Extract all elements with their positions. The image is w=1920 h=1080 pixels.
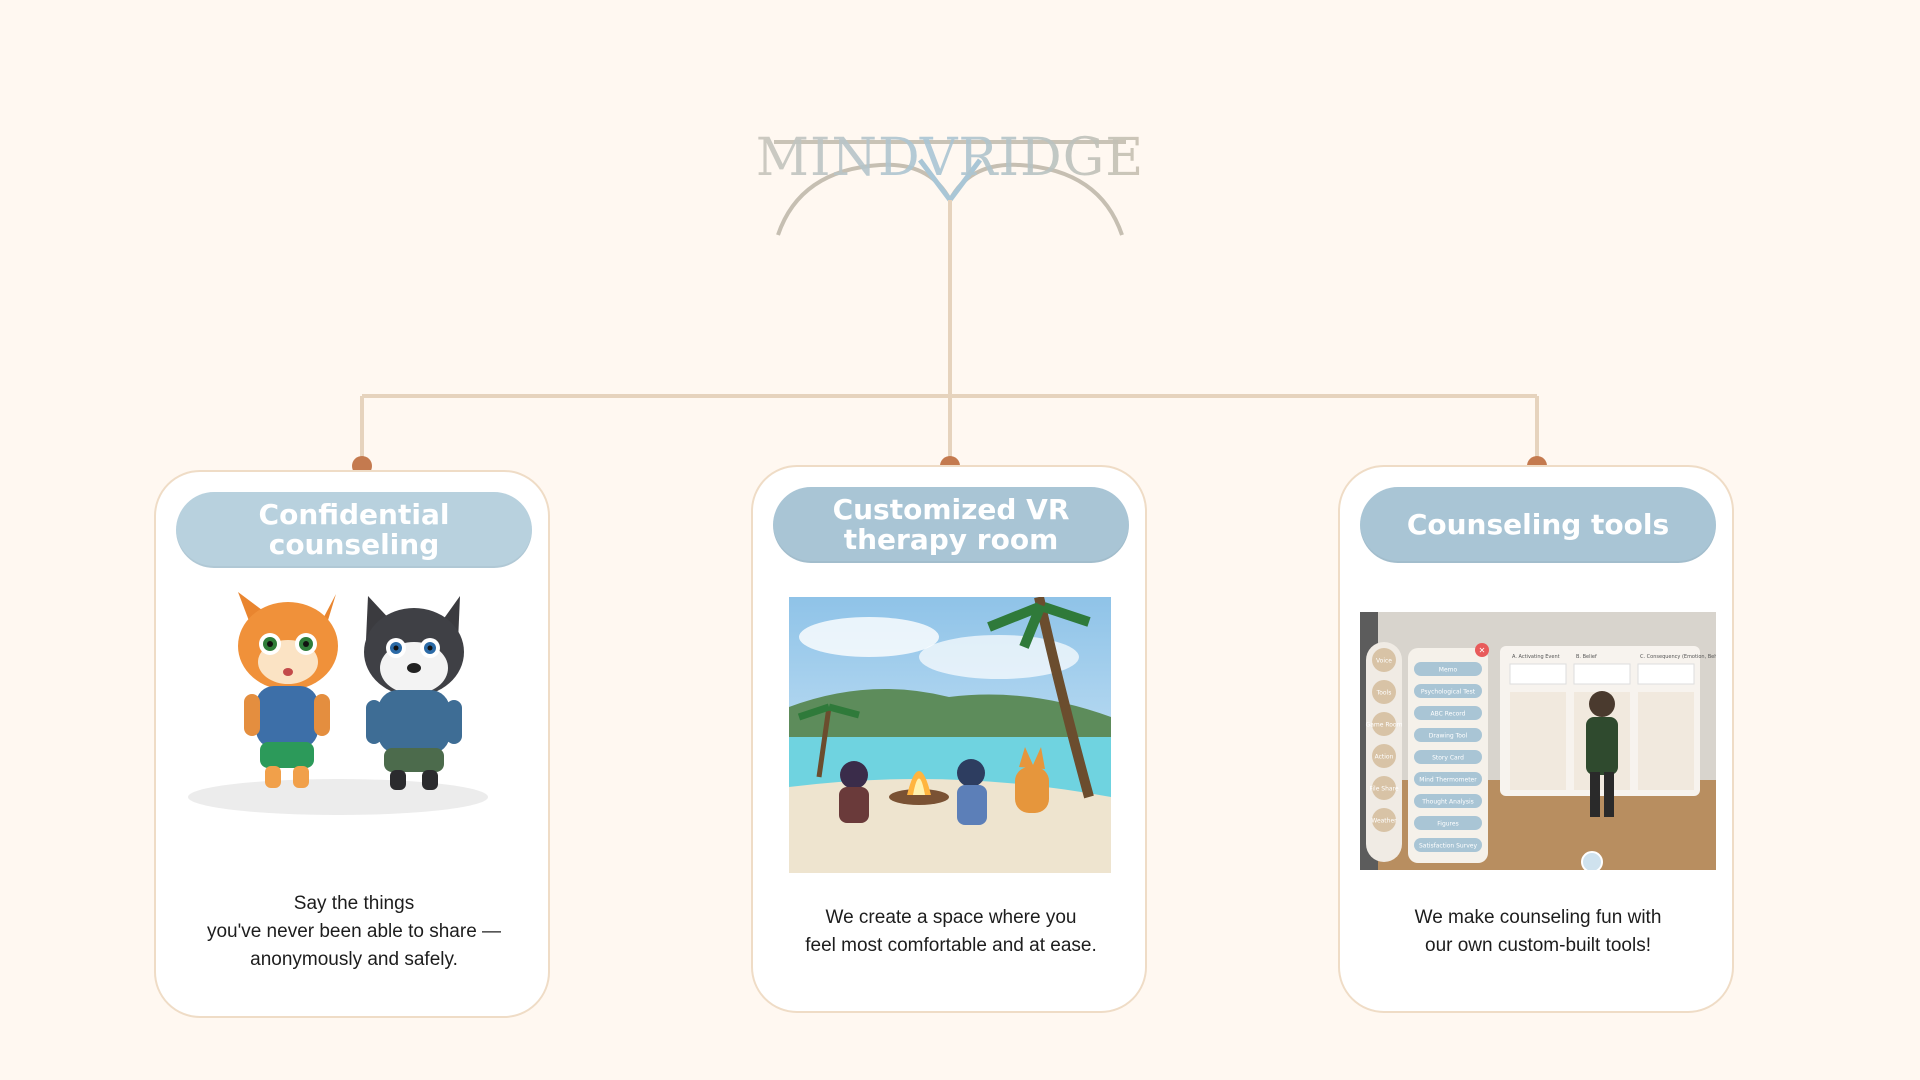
tool-menu-item[interactable]: Story Card (1414, 750, 1482, 764)
card-description: Say the things you've never been able to… (206, 893, 502, 970)
side-tool-button[interactable]: Game Room (1366, 712, 1403, 736)
vr-beach-campfire-scene (789, 597, 1111, 873)
cat-and-husky-illustration (168, 582, 540, 832)
side-tool-button[interactable]: Weather (1371, 808, 1397, 832)
svg-text:Story Card: Story Card (1432, 755, 1464, 762)
svg-text:Tools: Tools (1376, 690, 1392, 697)
avatar-mid-icon (957, 759, 987, 825)
card-title: Confidential counseling (176, 492, 532, 568)
svg-text:Voice: Voice (1376, 658, 1392, 665)
svg-text:ABC Record: ABC Record (1431, 711, 1466, 718)
svg-text:Satisfaction Survey: Satisfaction Survey (1419, 843, 1477, 850)
cat-character-icon (238, 592, 338, 788)
card-title: Counseling tools (1360, 487, 1716, 563)
card-title: Customized VR therapy room (773, 487, 1129, 563)
fox-avatar-icon (1015, 747, 1049, 813)
tool-menu-item[interactable]: Memo (1414, 662, 1482, 676)
svg-text:✕: ✕ (1479, 646, 1486, 655)
tool-menu-item[interactable]: Satisfaction Survey (1414, 838, 1482, 852)
abc-board-header: B. Belief (1576, 654, 1597, 660)
card-description: We make counseling fun with our own cust… (1414, 907, 1662, 956)
logo-wordmark: MINDVRIDGE (756, 128, 1145, 188)
svg-text:Thought Analysis: Thought Analysis (1421, 799, 1474, 806)
svg-text:File Share: File Share (1369, 786, 1399, 793)
tool-menu-item[interactable]: Drawing Tool (1414, 728, 1482, 742)
card-customized-vr-room: Customized VR therapy room (751, 465, 1147, 1013)
svg-text:Weather: Weather (1371, 818, 1397, 825)
side-tool-button[interactable]: Action (1372, 744, 1396, 768)
abc-board-header: C. Consequency (Emotion, Behavior) (1640, 654, 1716, 660)
avatar-left-icon (839, 761, 869, 823)
side-tool-button[interactable]: Voice (1372, 648, 1396, 672)
svg-text:Game Room: Game Room (1366, 722, 1403, 729)
tool-menu-item[interactable]: Psychological Test (1414, 684, 1482, 698)
card-description: We create a space where you feel most co… (805, 907, 1097, 956)
side-tool-button[interactable]: File Share (1369, 776, 1399, 800)
svg-text:Psychological Test: Psychological Test (1421, 689, 1476, 696)
counselor-avatar-icon (1586, 691, 1618, 817)
svg-text:Mind Thermometer: Mind Thermometer (1419, 777, 1477, 784)
tool-menu-item[interactable]: Figures (1414, 816, 1482, 830)
tool-menu-item[interactable]: Mind Thermometer (1414, 772, 1482, 786)
husky-character-icon (364, 596, 464, 790)
tool-menu-item[interactable]: ABC Record (1414, 706, 1482, 720)
side-tool-button[interactable]: Tools (1372, 680, 1396, 704)
svg-text:Memo: Memo (1439, 667, 1458, 674)
svg-text:Action: Action (1375, 754, 1394, 761)
tool-menu-item[interactable]: Thought Analysis (1414, 794, 1482, 808)
card-confidential-counseling: Confidential counseling (154, 470, 550, 1018)
svg-text:Drawing Tool: Drawing Tool (1429, 733, 1468, 740)
svg-text:Figures: Figures (1437, 821, 1458, 828)
abc-board-header: A. Activating Event (1512, 654, 1560, 660)
mindvridge-logo: MINDVRIDGE (756, 128, 1143, 245)
